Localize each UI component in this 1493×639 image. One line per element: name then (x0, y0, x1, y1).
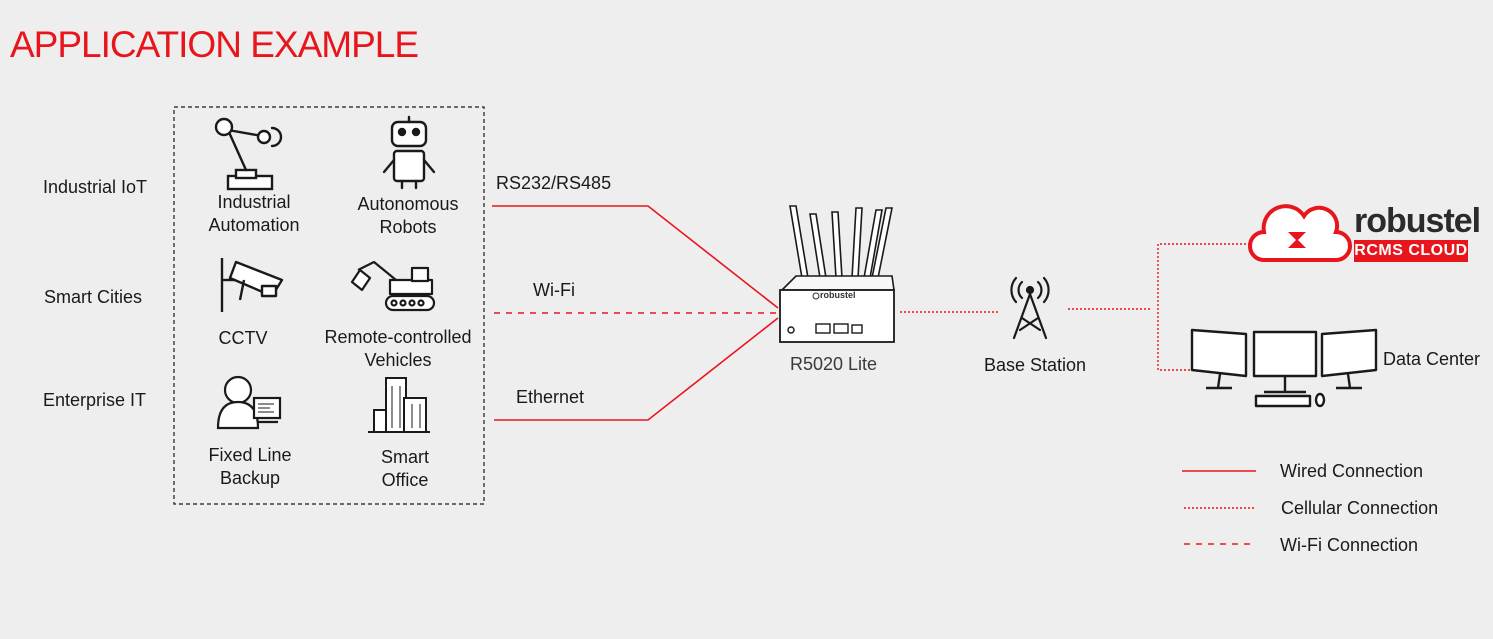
data-center-label: Data Center (1383, 349, 1481, 369)
cloud-icon (1248, 204, 1352, 262)
router-device-icon (779, 205, 895, 343)
link-label-wifi: Wi-Fi (533, 280, 575, 300)
router-label: R5020 Lite (790, 354, 878, 374)
app-label-remote-vehicles: Remote-controlled Vehicles (324, 327, 472, 370)
legend-wifi-label: Wi-Fi Connection (1280, 535, 1419, 555)
cloud-brand-tag: RCMS CLOUD (1354, 240, 1468, 262)
app-label-smart-office: Smart Office (380, 447, 429, 490)
user-computer-icon (216, 375, 282, 430)
category-smart-cities: Smart Cities (44, 287, 143, 307)
data-center-icon (1190, 328, 1378, 408)
app-label-fixed-line-backup: Fixed Line Backup (208, 445, 292, 488)
ethernet-wired-line (494, 317, 779, 421)
page-title: APPLICATION EXAMPLE (10, 24, 419, 65)
rs485-wired-line (492, 205, 779, 309)
cellular-branch-line (1157, 243, 1250, 371)
router-brand-label: robustel (820, 290, 856, 300)
cell-tower-icon (1010, 276, 1050, 340)
category-enterprise-it: Enterprise IT (43, 390, 147, 410)
base-station-label: Base Station (984, 355, 1087, 375)
legend-cellular-label: Cellular Connection (1281, 498, 1439, 518)
app-label-industrial-automation: Industrial Automation (208, 192, 300, 235)
robot-icon (382, 115, 436, 190)
cloud-brand-logo: robustel (1354, 202, 1481, 240)
robot-arm-icon (214, 117, 283, 191)
app-label-autonomous-robots: Autonomous Robots (357, 194, 459, 237)
app-label-cctv: CCTV (218, 328, 268, 348)
legend-wired-label: Wired Connection (1280, 461, 1424, 481)
link-label-serial: RS232/RS485 (496, 173, 612, 193)
link-label-ethernet: Ethernet (516, 387, 585, 407)
excavator-icon (350, 260, 436, 312)
cctv-camera-icon (220, 258, 284, 312)
office-building-icon (368, 377, 430, 433)
applications-box (173, 106, 485, 505)
category-industrial-iot: Industrial IoT (43, 177, 148, 197)
